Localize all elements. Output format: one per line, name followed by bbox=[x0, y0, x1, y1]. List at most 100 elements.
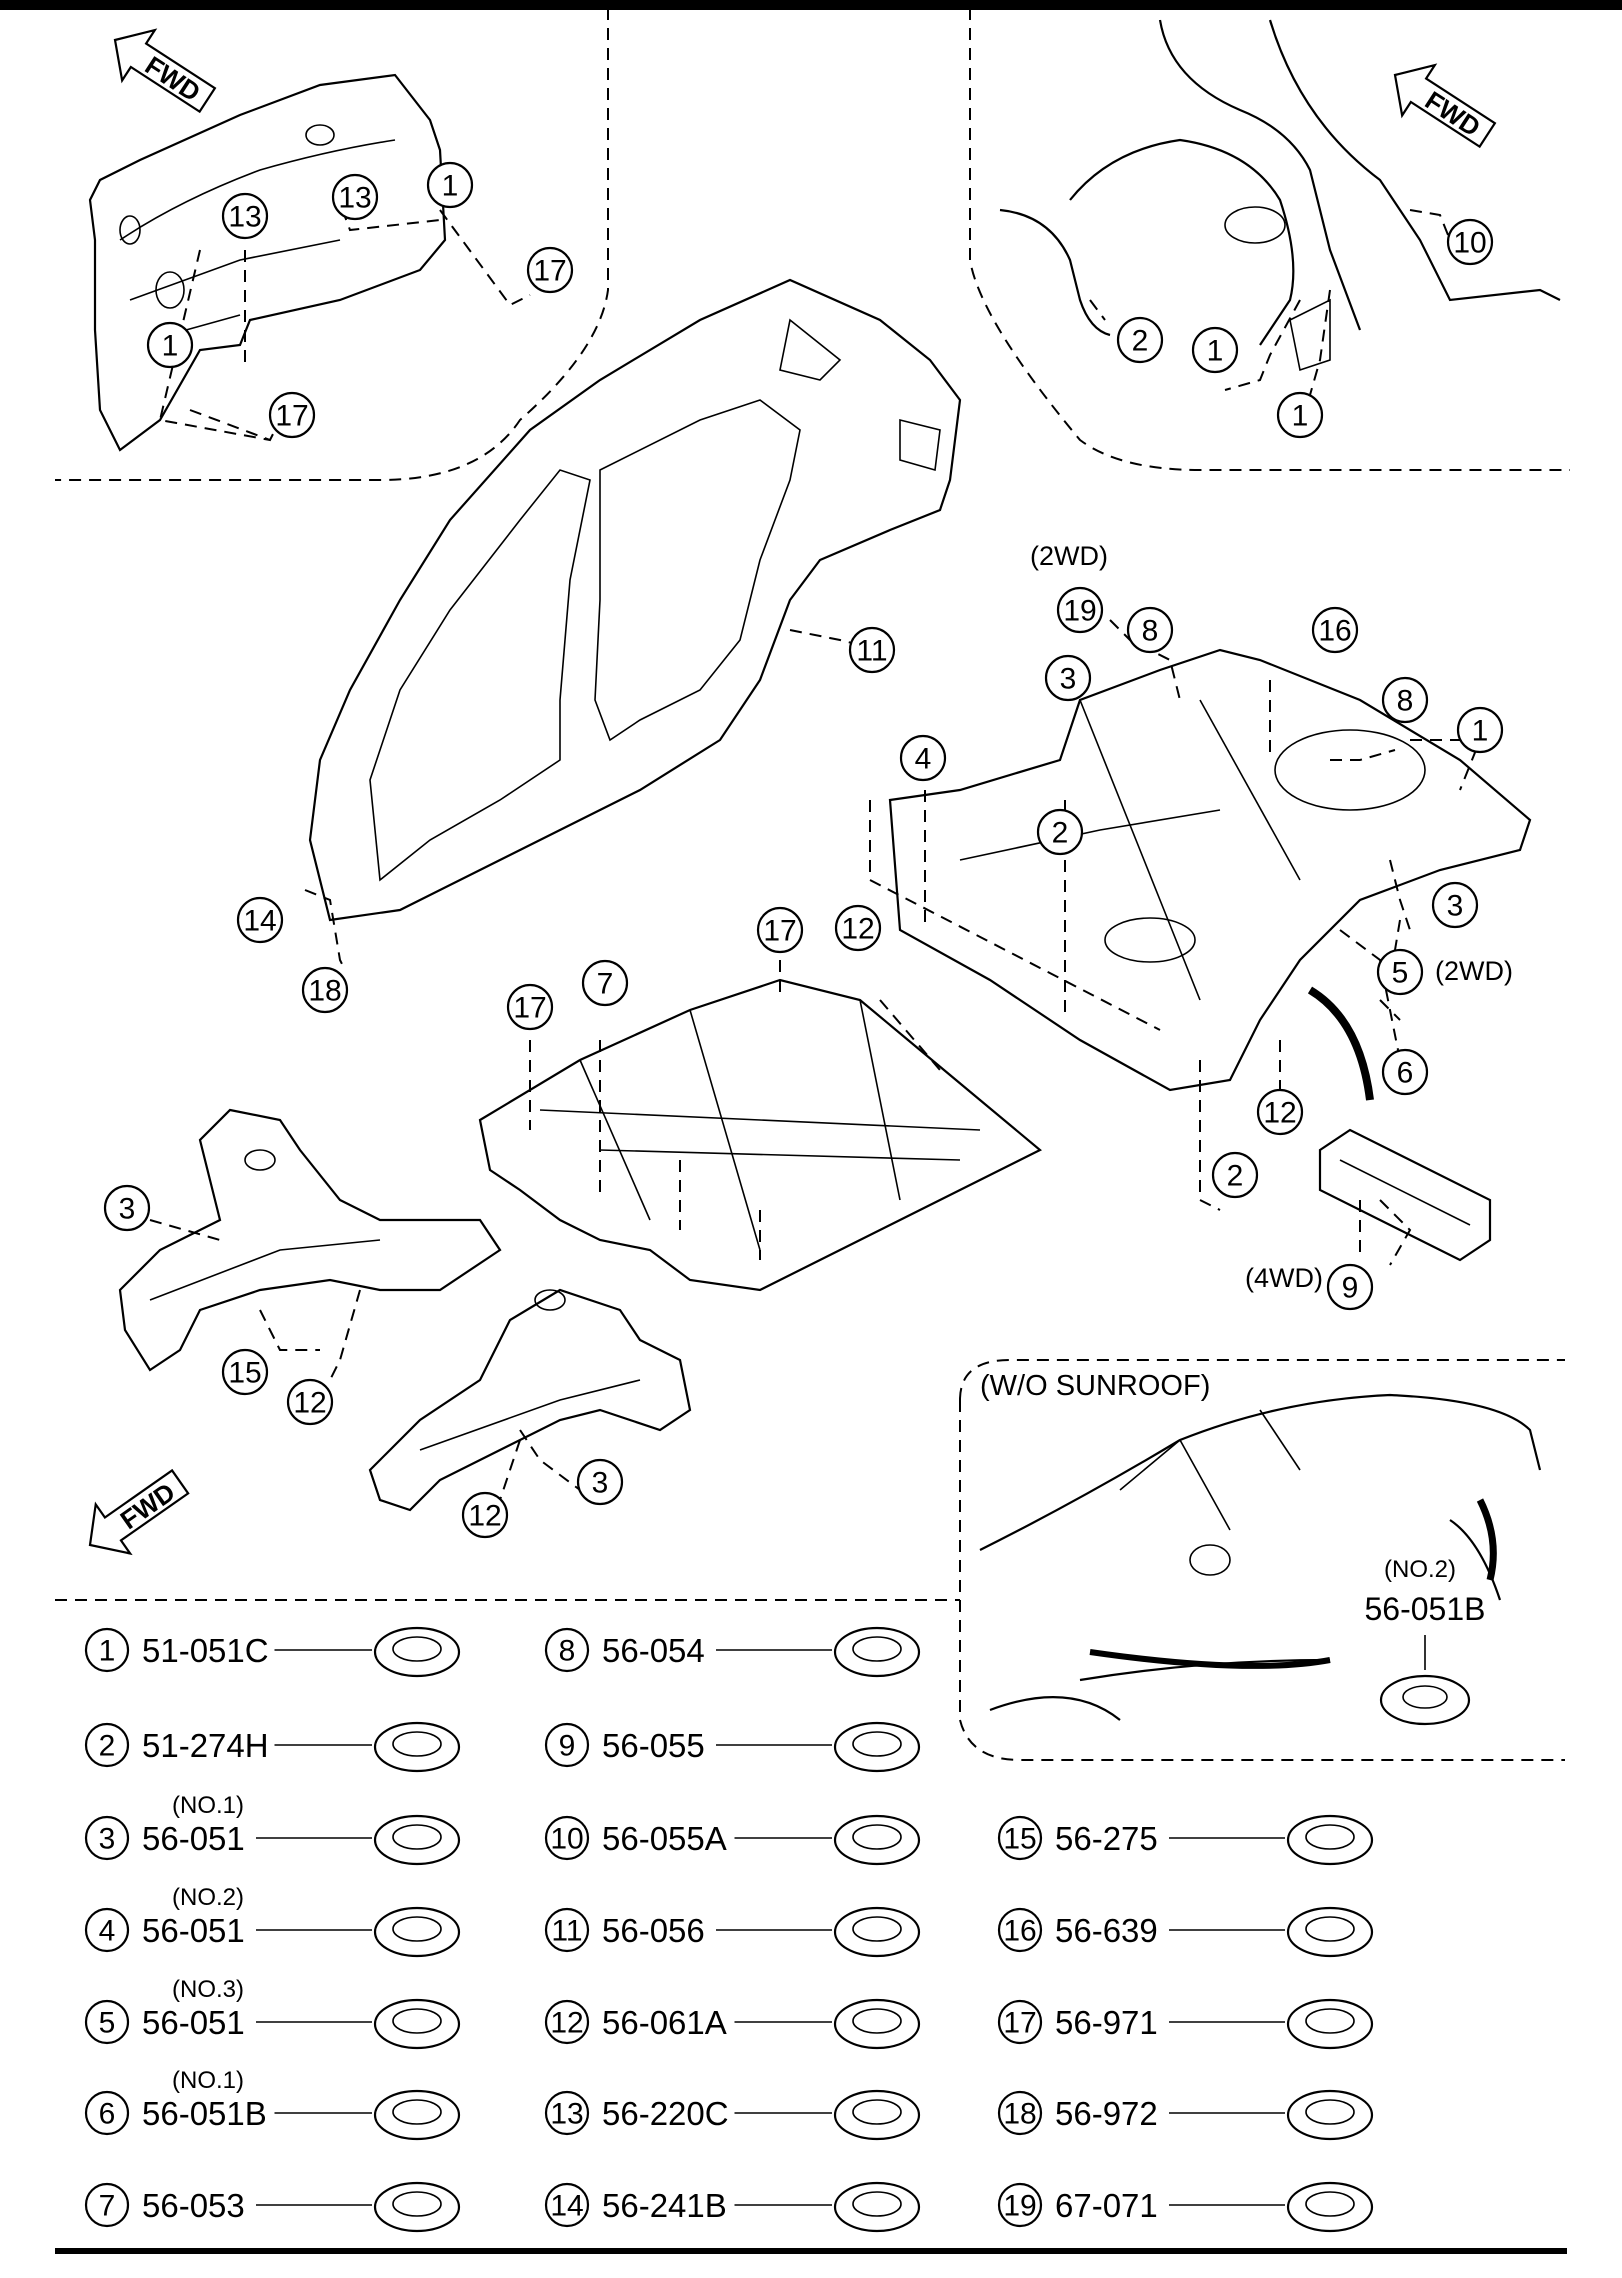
legend-number-circle bbox=[84, 1999, 130, 2045]
legend-part-icon bbox=[833, 1814, 921, 1866]
callout-tr-1: 2 bbox=[1116, 316, 1164, 364]
callout-circle bbox=[1191, 326, 1239, 374]
top-border bbox=[0, 0, 1622, 10]
legend-part-code: 56-051 bbox=[142, 1912, 245, 1949]
callout-number: 17 bbox=[275, 400, 308, 433]
inset-rear-wheel-arch: FWD bbox=[969, 8, 1570, 471]
inset-sunroof-variant: (NO.2) bbox=[1384, 1556, 1456, 1583]
legend-item-1: 1 51-051C bbox=[84, 1626, 461, 1678]
callout-front-3: 3 bbox=[576, 1458, 624, 1506]
callout-circle bbox=[268, 391, 316, 439]
label-2wd-top: (2WD) bbox=[1030, 541, 1108, 571]
legend-part-code: 67-071 bbox=[1055, 2187, 1158, 2224]
callout-number: 12 bbox=[293, 1387, 326, 1420]
legend-part-code: 51-051C bbox=[142, 1632, 269, 1669]
legend-number: 1 bbox=[99, 1635, 116, 1668]
callout-circle bbox=[576, 1458, 624, 1506]
legend-part-icon bbox=[833, 2181, 921, 2233]
legend-part-icon bbox=[833, 1626, 921, 1678]
callout-number: 15 bbox=[228, 1357, 261, 1390]
callout-front-2: 12 bbox=[286, 1378, 334, 1426]
legend-item-14: 14 56-241B bbox=[544, 2181, 921, 2233]
callout-number: 14 bbox=[243, 905, 276, 938]
legend-variant: (NO.1) bbox=[172, 1792, 244, 1819]
callout-number: 18 bbox=[308, 975, 341, 1008]
legend-number-circle bbox=[997, 1907, 1043, 1953]
callout-circle bbox=[221, 1348, 269, 1396]
callout-circle bbox=[1431, 881, 1479, 929]
inset-sunroof-title: (W/O SUNROOF) bbox=[980, 1370, 1210, 1402]
callout-circle bbox=[1276, 391, 1324, 439]
legend-item-19: 19 67-071 bbox=[997, 2181, 1374, 2233]
legend-number: 14 bbox=[550, 2190, 583, 2223]
callout-circle bbox=[1116, 316, 1164, 364]
legend-part-icon bbox=[833, 1721, 921, 1773]
callout-tl-3: 17 bbox=[526, 246, 574, 294]
legend-number: 2 bbox=[99, 1730, 116, 1763]
legend-number: 6 bbox=[99, 2098, 116, 2131]
callout-number: 12 bbox=[1263, 1097, 1296, 1130]
callout-circle bbox=[1056, 586, 1104, 634]
callout-circle bbox=[834, 904, 882, 952]
callout-circle bbox=[221, 192, 269, 240]
front-frame-left bbox=[118, 1108, 502, 1381]
callout-circle bbox=[581, 959, 629, 1007]
callout-tl-5: 17 bbox=[268, 391, 316, 439]
legend-number-circle bbox=[84, 1907, 130, 1953]
callout-rear-2: 16 bbox=[1311, 606, 1359, 654]
callout-circle bbox=[331, 173, 379, 221]
callout-front-4: 12 bbox=[461, 1491, 509, 1539]
legend-part-icon bbox=[1286, 1998, 1374, 2050]
legend-part-icon bbox=[1286, 2089, 1374, 2141]
legend-number-circle bbox=[84, 1815, 130, 1861]
callout-floor-2: 17 bbox=[756, 906, 804, 954]
legend-part-code: 56-051 bbox=[142, 1820, 245, 1857]
legend-part-code: 56-220C bbox=[602, 2095, 729, 2132]
legend-number: 11 bbox=[551, 1915, 582, 1948]
legend-number-circle bbox=[544, 1999, 590, 2045]
callout-rear-4: 8 bbox=[1381, 676, 1429, 724]
legend-number: 3 bbox=[99, 1823, 116, 1856]
fwd-arrow-icon: FWD bbox=[113, 28, 217, 114]
legend-number-circle bbox=[544, 2090, 590, 2136]
legend-part-code: 56-055A bbox=[602, 1820, 727, 1857]
callout-number: 1 bbox=[1207, 335, 1224, 368]
callout-rear-6: 4 bbox=[899, 734, 947, 782]
callout-number: 2 bbox=[1227, 1160, 1244, 1193]
callout-rear-1: 8 bbox=[1126, 606, 1174, 654]
callout-circle bbox=[461, 1491, 509, 1539]
label-2wd-right: (2WD) bbox=[1435, 956, 1513, 986]
legend-number-circle bbox=[84, 2090, 130, 2136]
legend-number: 8 bbox=[559, 1635, 576, 1668]
legend-part-icon bbox=[1286, 2181, 1374, 2233]
legend-number: 19 bbox=[1003, 2190, 1036, 2223]
callout-circle bbox=[1456, 706, 1504, 754]
legend-part-code: 56-241B bbox=[602, 2187, 727, 2224]
callout-circle bbox=[1036, 808, 1084, 856]
legend-part-code: 56-051 bbox=[142, 2004, 245, 2041]
callout-circle bbox=[1044, 654, 1092, 702]
legend-part-code: 56-275 bbox=[1055, 1820, 1158, 1857]
callout-number: 13 bbox=[338, 182, 371, 215]
callout-circle bbox=[506, 983, 554, 1031]
legend-number-circle bbox=[544, 1907, 590, 1953]
legend-number: 18 bbox=[1003, 2098, 1036, 2131]
callout-number: 13 bbox=[228, 201, 261, 234]
callout-circle bbox=[1381, 676, 1429, 724]
callout-number: 12 bbox=[841, 913, 874, 946]
callout-circle bbox=[426, 161, 474, 209]
callout-number: 12 bbox=[468, 1500, 501, 1533]
legend-part-code: 51-274H bbox=[142, 1727, 269, 1764]
callout-number: 7 bbox=[597, 968, 614, 1001]
callout-circle bbox=[301, 966, 349, 1014]
callout-circle bbox=[848, 626, 896, 674]
legend-part-icon bbox=[373, 1814, 461, 1866]
callout-rear-5: 1 bbox=[1456, 706, 1504, 754]
